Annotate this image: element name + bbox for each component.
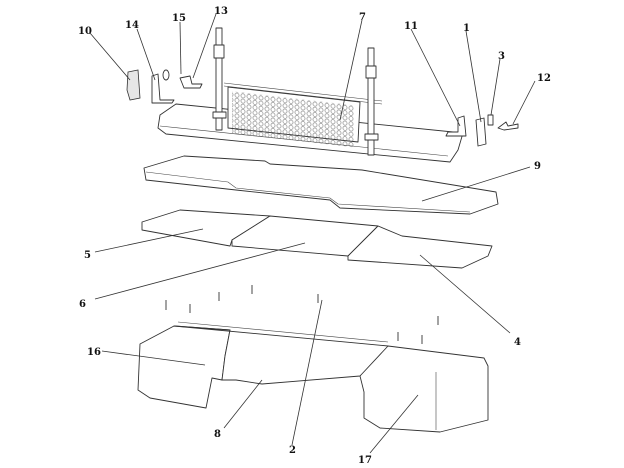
part-clip: [487, 114, 494, 126]
part-seat-back: [157, 27, 464, 163]
part-right-support-bracket: [475, 117, 487, 147]
callout-9: 9: [534, 161, 541, 172]
callout-11: 11: [404, 21, 418, 32]
part-cushion-board: [143, 155, 499, 215]
part-left-hinge: [179, 75, 203, 89]
part-left-storage-tub: [137, 325, 231, 409]
part-right-floor-panel: [347, 225, 493, 269]
part-pin: [162, 69, 170, 81]
callout-7: 7: [359, 12, 366, 23]
callout-10: 10: [78, 26, 92, 37]
callout-3: 3: [498, 51, 505, 62]
callout-8: 8: [214, 429, 221, 440]
callout-5: 5: [84, 250, 91, 261]
callout-13: 13: [214, 6, 228, 17]
callout-6: 6: [79, 299, 86, 310]
callout-17: 17: [358, 455, 372, 466]
part-hinge-bracket: [445, 115, 467, 137]
callout-4: 4: [514, 337, 521, 348]
callout-15: 15: [172, 13, 186, 24]
screws: [165, 285, 439, 344]
callout-12: 12: [537, 73, 551, 84]
callout-2: 2: [289, 445, 296, 456]
part-right-storage-tub: [359, 345, 489, 433]
leader-lines: [89, 13, 536, 454]
part-left-support-bracket: [151, 73, 175, 104]
callout-labels: 10 14 15 13 7 11 1 3 12 9 5 6 4 16 8 2 1…: [78, 6, 551, 466]
callout-14: 14: [125, 20, 139, 31]
part-left-cover: [126, 69, 141, 101]
callout-16: 16: [87, 347, 101, 358]
part-right-hinge: [497, 121, 519, 131]
callout-1: 1: [463, 23, 470, 34]
